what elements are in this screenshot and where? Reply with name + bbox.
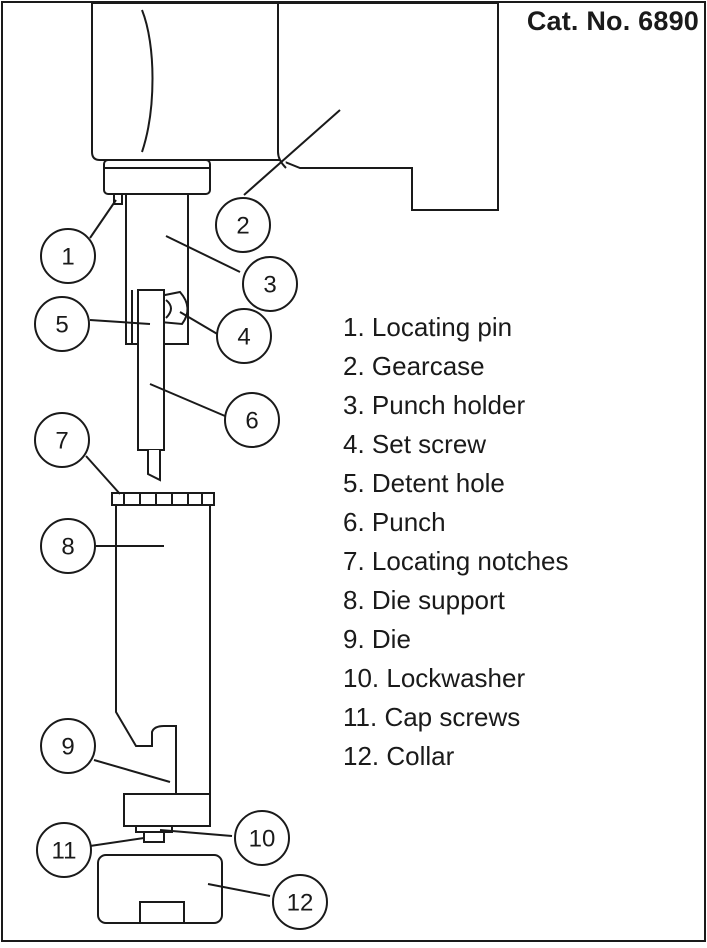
parts-legend: 1. Locating pin 2. Gearcase 3. Punch hol… (343, 308, 569, 776)
callout-4 (216, 308, 272, 364)
cap-screw (143, 831, 165, 843)
set-screw (159, 290, 189, 326)
callout-7 (34, 412, 90, 468)
leader-lines (85, 109, 341, 897)
callout-5 (34, 296, 90, 352)
legend-item-collar: 12. Collar (343, 741, 455, 771)
legend-item-die-support: 8. Die support (343, 585, 505, 615)
collar (97, 854, 223, 924)
legend-item-punch-holder: 3. Punch holder (343, 390, 526, 420)
callout-12 (272, 874, 328, 930)
locating-notches (111, 492, 215, 506)
callout-10 (234, 810, 290, 866)
legend-item-set-screw: 4. Set screw (343, 429, 487, 459)
callout-9 (40, 718, 96, 774)
legend-item-gearcase: 2. Gearcase (343, 351, 485, 381)
callout-label-4: 4 (237, 324, 250, 351)
callout-2 (215, 197, 271, 253)
gearcase (91, 2, 499, 211)
die (123, 793, 211, 827)
callout-6 (224, 392, 280, 448)
gearcase-collar (103, 159, 211, 195)
callout-label-6: 6 (245, 408, 258, 435)
callout-label-3: 3 (263, 272, 276, 299)
legend-item-locating-notches: 7. Locating notches (343, 546, 569, 576)
punch (137, 289, 165, 482)
callout-label-8: 8 (61, 534, 74, 561)
callout-8 (40, 518, 96, 574)
callout-label-2: 2 (236, 213, 249, 240)
legend-item-die: 9. Die (343, 624, 411, 654)
callout-1 (40, 228, 96, 284)
catalog-number: Cat. No. 6890 (526, 6, 699, 36)
callout-11 (36, 822, 92, 878)
callout-label-9: 9 (61, 734, 74, 761)
legend-item-locating-pin: 1. Locating pin (343, 312, 513, 342)
legend-item-cap-screws: 11. Cap screws (343, 702, 521, 732)
legend-item-detent-hole: 5. Detent hole (343, 468, 505, 498)
legend-item-lockwasher: 10. Lockwasher (343, 663, 526, 693)
callout-label-10: 10 (249, 826, 276, 853)
callout-label-7: 7 (55, 428, 68, 455)
callout-label-12: 12 (287, 890, 314, 917)
callout-label-1: 1 (61, 244, 74, 271)
callout-3 (242, 256, 298, 312)
legend-item-punch: 6. Punch (343, 507, 446, 537)
callout-label-11: 11 (52, 838, 77, 865)
callout-label-5: 5 (55, 312, 68, 339)
locating-pin (113, 193, 123, 205)
